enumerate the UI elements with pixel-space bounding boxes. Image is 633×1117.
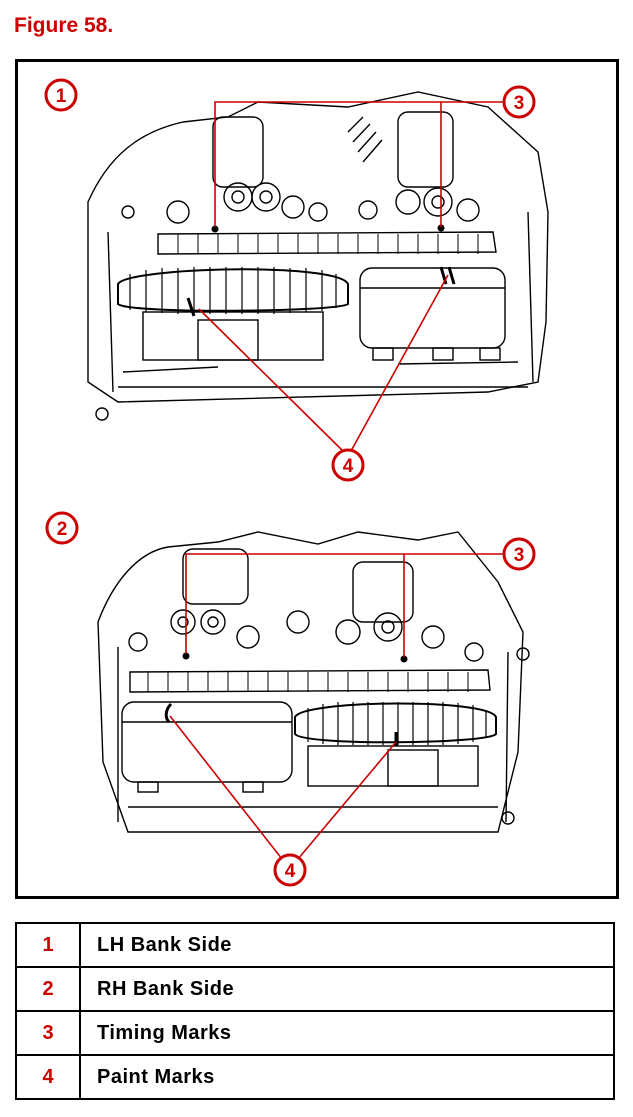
view1-timing-mark-right: [437, 224, 445, 232]
callout-2: 2: [45, 511, 79, 545]
svg-text:4: 4: [343, 456, 354, 477]
legend-row: 1 LH Bank Side: [15, 922, 615, 968]
svg-text:4: 4: [285, 861, 296, 882]
legend-table: 1 LH Bank Side 2 RH Bank Side 3 Timing M…: [15, 922, 615, 1100]
figure-illustration: 1 3 4: [15, 59, 619, 899]
legend-label: LH Bank Side: [79, 922, 615, 968]
callout-3-top: 3: [502, 85, 536, 119]
callout-4-bottom: 4: [273, 853, 307, 887]
svg-text:1: 1: [56, 86, 67, 107]
legend-label: RH Bank Side: [79, 966, 615, 1012]
callout-1: 1: [44, 78, 78, 112]
svg-text:3: 3: [514, 93, 525, 114]
figure-title: Figure 58.: [14, 14, 114, 37]
view1-engine-drawing: [87, 91, 549, 421]
view2-timing-mark-right: [400, 655, 408, 663]
view2-callout-lines: [169, 553, 505, 860]
legend-number: 2: [15, 966, 81, 1012]
legend-label: Paint Marks: [79, 1054, 615, 1100]
legend-row: 2 RH Bank Side: [15, 966, 615, 1012]
view1-paint-mark-left: [186, 297, 196, 317]
callout-3-bottom: 3: [502, 537, 536, 571]
legend-number: 1: [15, 922, 81, 968]
legend-label: Timing Marks: [79, 1010, 615, 1056]
legend-number: 3: [15, 1010, 81, 1056]
svg-text:3: 3: [514, 545, 525, 566]
view2-paint-mark-left: [164, 702, 173, 724]
view2-engine-drawing: [97, 531, 530, 833]
view2-timing-mark-left: [182, 652, 190, 660]
view1-callout-lines: [198, 101, 505, 452]
legend-number: 4: [15, 1054, 81, 1100]
legend-row: 3 Timing Marks: [15, 1010, 615, 1056]
callout-4-top: 4: [331, 448, 365, 482]
engine-timing-diagram: 1 3 4: [44, 78, 549, 887]
svg-text:2: 2: [57, 519, 68, 540]
legend-row: 4 Paint Marks: [15, 1054, 615, 1100]
view1-timing-mark-left: [211, 225, 219, 233]
